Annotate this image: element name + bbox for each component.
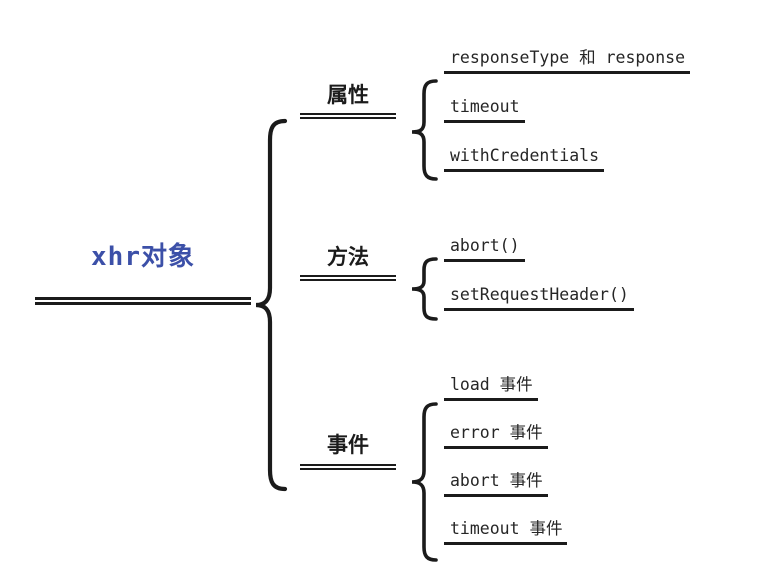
leaf-item-underline [444, 258, 525, 262]
leaf-item-underline [444, 168, 605, 172]
branch-properties-brace [408, 78, 440, 182]
leaf-item-label: timeout 事件 [450, 519, 563, 538]
leaf-item-label: timeout [450, 97, 520, 116]
leaf-item-label: abort() [450, 236, 520, 255]
root-node-label: xhr对象 [91, 242, 195, 272]
branch-properties-underline [300, 113, 396, 119]
root-node-underline [35, 297, 251, 305]
leaf-item-label: abort 事件 [450, 471, 543, 490]
leaf-item: error 事件 [444, 423, 548, 449]
leaf-item-underline [444, 307, 634, 311]
branch-events-label: 事件 [327, 433, 369, 457]
leaf-item-label: setRequestHeader() [450, 285, 629, 304]
leaf-item-label: error 事件 [450, 423, 543, 442]
branch-methods-underline [300, 275, 396, 281]
leaf-item-underline [444, 493, 548, 497]
leaf-item: abort() [444, 236, 525, 262]
leaf-item-label: withCredentials [450, 146, 600, 165]
branch-events-brace [408, 401, 440, 565]
branch-methods-brace [408, 256, 440, 322]
root-brace [253, 118, 289, 492]
leaf-item-label: responseType 和 response [450, 48, 686, 67]
leaf-item-label: load 事件 [450, 375, 533, 394]
leaf-item: withCredentials [444, 146, 605, 172]
root-node: xhr对象 [35, 242, 251, 273]
branch-events-node: 事件 [300, 433, 396, 457]
leaf-item: load 事件 [444, 375, 538, 401]
leaf-item-underline [444, 541, 568, 545]
branch-properties-label: 属性 [327, 83, 369, 107]
leaf-item: abort 事件 [444, 471, 548, 497]
leaf-item: timeout [444, 97, 525, 123]
branch-properties-node: 属性 [300, 83, 396, 107]
leaf-item-underline [444, 119, 525, 123]
branch-events-underline [300, 464, 396, 470]
branch-methods-label: 方法 [327, 245, 369, 269]
leaf-item-underline [444, 397, 538, 401]
leaf-item: timeout 事件 [444, 519, 568, 545]
leaf-item: setRequestHeader() [444, 285, 634, 311]
leaf-item-underline [444, 445, 548, 449]
branch-methods-node: 方法 [300, 245, 396, 269]
leaf-item-underline [444, 70, 691, 74]
leaf-item: responseType 和 response [444, 48, 691, 74]
